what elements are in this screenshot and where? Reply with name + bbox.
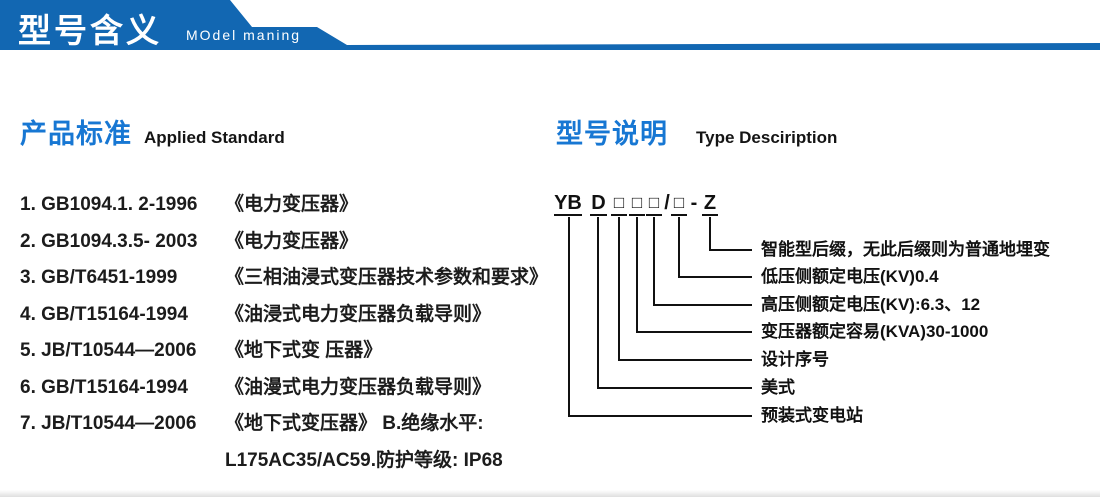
model-code-suffix-z: Z bbox=[702, 192, 718, 216]
model-code-box-1: □ bbox=[611, 192, 627, 216]
type-description-heading-en: Type Desciription bbox=[696, 128, 838, 147]
model-code-dash: - bbox=[690, 192, 698, 214]
type-description-heading-cn: 型号说明 bbox=[556, 119, 668, 149]
standard-item: 3. GB/T6451-1999 《三相油浸式变压器技术参数和要求》 bbox=[20, 260, 560, 297]
standard-code: 5. JB/T10544—2006 bbox=[20, 340, 197, 361]
standard-desc: 《三相油浸式变压器技术参数和要求》 bbox=[225, 267, 549, 288]
applied-standard-heading-en: Applied Standard bbox=[144, 128, 285, 147]
standard-item: 2. GB1094.3.5- 2003 《电力变压器》 bbox=[20, 224, 560, 261]
model-code-slash: / bbox=[664, 192, 670, 214]
standard-item: 7. JB/T10544—2006 《地下式变压器》 B.绝缘水平: bbox=[20, 406, 560, 443]
label-hv-rated-voltage: 高压侧额定电压(KV):6.3、12 bbox=[761, 295, 981, 314]
model-code-d: D bbox=[590, 192, 607, 216]
standard-code bbox=[20, 443, 225, 480]
model-code-box-4: □ bbox=[671, 192, 687, 216]
applied-standard-heading: 产品标准 Applied Standard bbox=[20, 112, 285, 151]
standard-desc: 《电力变压器》 bbox=[225, 194, 359, 215]
standards-list: 1. GB1094.1. 2-1996 《电力变压器》 2. GB1094.3.… bbox=[20, 187, 560, 479]
model-code-box-3: □ bbox=[646, 192, 662, 216]
model-code-prefix: YB bbox=[554, 192, 582, 216]
standard-desc: 《油浸式电力变压器负载导则》 bbox=[225, 303, 492, 325]
standard-desc: L175AC35/AC59.防护等级: IP68 bbox=[225, 449, 503, 471]
standard-desc: 《地下式变压器》 B.绝缘水平: bbox=[225, 413, 484, 434]
standard-item: 1. GB1094.1. 2-1996 《电力变压器》 bbox=[20, 187, 560, 224]
page-title: 型号含义 bbox=[18, 12, 162, 49]
type-description-heading: 型号说明 Type Desciription bbox=[556, 112, 837, 151]
page-subtitle: MOdel maning bbox=[186, 27, 302, 43]
label-lv-rated-voltage: 低压侧额定电压(KV)0.4 bbox=[761, 267, 939, 286]
standard-code: 4. GB/T15164-1994 bbox=[20, 303, 188, 325]
label-rated-capacity: 变压器额定容易(KVA)30-1000 bbox=[761, 322, 989, 341]
label-smart-suffix: 智能型后缀，无此后缀则为普通地埋变 bbox=[761, 240, 1050, 259]
standard-code: 6. GB/T15164-1994 bbox=[20, 376, 188, 398]
page-header-banner: 型号含义 MOdel maning bbox=[0, 0, 1100, 50]
standard-desc: 《油漫式电力变压器负载导则》 bbox=[225, 376, 492, 398]
model-code-box-2: □ bbox=[629, 192, 645, 216]
bottom-divider bbox=[0, 490, 1100, 497]
standard-item: 6. GB/T15164-1994 《油漫式电力变压器负载导则》 bbox=[20, 370, 560, 407]
label-american-style: 美式 bbox=[761, 378, 795, 397]
label-prefab-substation: 预装式变电站 bbox=[761, 406, 863, 425]
standard-code: 3. GB/T6451-1999 bbox=[20, 267, 178, 288]
label-design-serial: 设计序号 bbox=[761, 350, 829, 369]
standard-item: 5. JB/T10544—2006 《地下式变 压器》 bbox=[20, 333, 560, 370]
standard-code: 1. GB1094.1. 2-1996 bbox=[20, 194, 198, 215]
standard-code: 7. JB/T10544—2006 bbox=[20, 413, 197, 434]
standard-item: L175AC35/AC59.防护等级: IP68 bbox=[20, 443, 560, 480]
standard-code: 2. GB1094.3.5- 2003 bbox=[20, 230, 198, 252]
standard-item: 4. GB/T15164-1994 《油浸式电力变压器负载导则》 bbox=[20, 297, 560, 334]
applied-standard-heading-cn: 产品标准 bbox=[20, 119, 132, 149]
standard-desc: 《电力变压器》 bbox=[225, 230, 359, 252]
standard-desc: 《地下式变 压器》 bbox=[225, 340, 383, 361]
